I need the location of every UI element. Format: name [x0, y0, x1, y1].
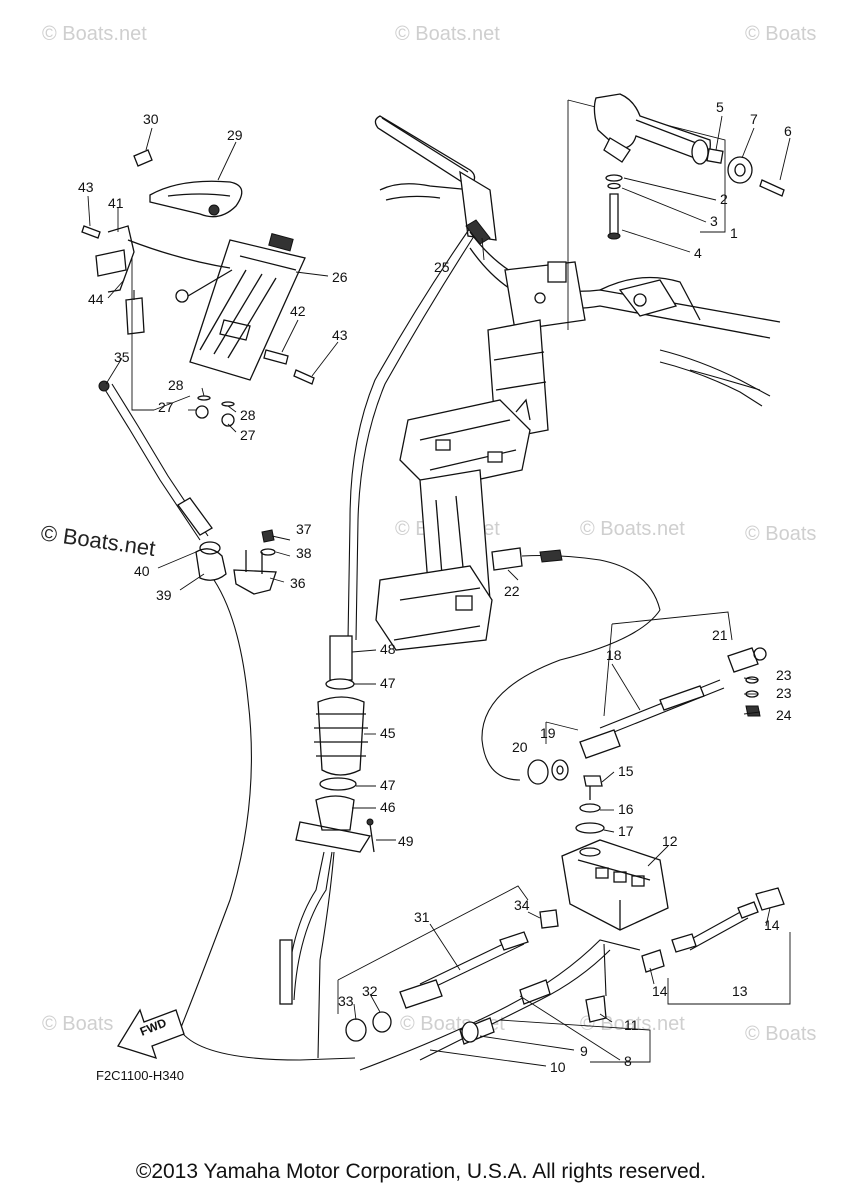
callout-43: 43 [78, 179, 94, 195]
callout-25: 25 [434, 259, 450, 275]
callout-16: 16 [618, 801, 634, 817]
callout-12: 12 [662, 833, 678, 849]
callout-42: 42 [290, 303, 306, 319]
watermark: © Boats [745, 523, 816, 545]
diagram-code: F2C1100-H340 [96, 1068, 184, 1083]
bolt-15-stack [575, 775, 605, 834]
callouts: 30 29 43 41 44 26 42 43 35 28 27 28 27 3… [78, 99, 792, 1075]
callout-14b: 14 [652, 983, 668, 999]
watermark: © Boats [745, 1023, 816, 1045]
callout-41: 41 [108, 195, 124, 211]
leader-lines [87, 115, 791, 1067]
cable-25 [347, 227, 471, 641]
callout-27b: 27 [240, 427, 256, 443]
callout-35: 35 [114, 349, 130, 365]
cable-9-10 [359, 939, 651, 1071]
callout-7: 7 [750, 111, 758, 127]
cable-loop [179, 579, 356, 1061]
callout-18: 18 [606, 647, 622, 663]
callout-10: 10 [550, 1059, 566, 1075]
bracket-12 [561, 839, 669, 931]
callout-47: 47 [380, 675, 396, 691]
callout-27: 27 [158, 399, 174, 415]
callout-36: 36 [290, 575, 306, 591]
watermark: © Boats.net [42, 23, 147, 45]
callout-17: 17 [618, 823, 634, 839]
callout-47b: 47 [380, 777, 396, 793]
cable-35 [98, 380, 213, 541]
callout-23b: 23 [776, 685, 792, 701]
callout-43b: 43 [332, 327, 348, 343]
watermark: © Boats [745, 23, 816, 45]
callout-20: 20 [512, 739, 528, 755]
callout-23: 23 [776, 667, 792, 683]
watermark: © Boats [42, 1013, 113, 1035]
throttle-grip-assembly [567, 93, 785, 330]
callout-19: 19 [540, 725, 556, 741]
cable-13 [641, 887, 791, 1005]
callout-8: 8 [624, 1053, 632, 1069]
callout-30: 30 [143, 111, 159, 127]
steering-column [375, 319, 549, 651]
boot-39-40 [195, 541, 227, 581]
callout-34: 34 [514, 897, 530, 913]
callout-2: 2 [720, 191, 728, 207]
callout-14: 14 [764, 917, 780, 933]
fwd-arrow: FWD [117, 1008, 185, 1060]
watermark-prominent: © Boats.net [39, 520, 157, 561]
callout-29: 29 [227, 127, 243, 143]
callout-24: 24 [776, 707, 792, 723]
callout-49: 49 [398, 833, 414, 849]
callout-22: 22 [504, 583, 520, 599]
cable-18 [481, 547, 767, 785]
callout-46: 46 [380, 799, 396, 815]
callout-37: 37 [296, 521, 312, 537]
watermark: © Boats.net [395, 23, 500, 45]
callout-32: 32 [362, 983, 378, 999]
callout-38: 38 [296, 545, 312, 561]
callout-13: 13 [732, 983, 748, 999]
callout-44: 44 [88, 291, 104, 307]
copyright-notice: ©2013 Yamaha Motor Corporation, U.S.A. A… [135, 1160, 707, 1183]
callout-39: 39 [156, 587, 172, 603]
callout-45: 45 [380, 725, 396, 741]
callout-48: 48 [380, 641, 396, 657]
callout-15: 15 [618, 763, 634, 779]
callout-1: 1 [730, 225, 738, 241]
watermark: © Boats.net [580, 518, 685, 540]
callout-26: 26 [332, 269, 348, 285]
cable-31 [337, 885, 559, 1042]
callout-40: 40 [134, 563, 150, 579]
callout-9: 9 [580, 1043, 588, 1059]
switch-box-assembly [81, 149, 315, 427]
callout-5: 5 [716, 99, 724, 115]
callout-3: 3 [710, 213, 718, 229]
boot-assembly [279, 635, 375, 1059]
callout-11: 11 [624, 1017, 639, 1033]
callout-33: 33 [338, 993, 354, 1009]
callout-31: 31 [414, 909, 430, 925]
bracket-36 [233, 529, 277, 595]
callout-6: 6 [784, 123, 792, 139]
callout-28b: 28 [240, 407, 256, 423]
callout-28: 28 [168, 377, 184, 393]
callout-4: 4 [694, 245, 702, 261]
callout-21: 21 [712, 627, 728, 643]
